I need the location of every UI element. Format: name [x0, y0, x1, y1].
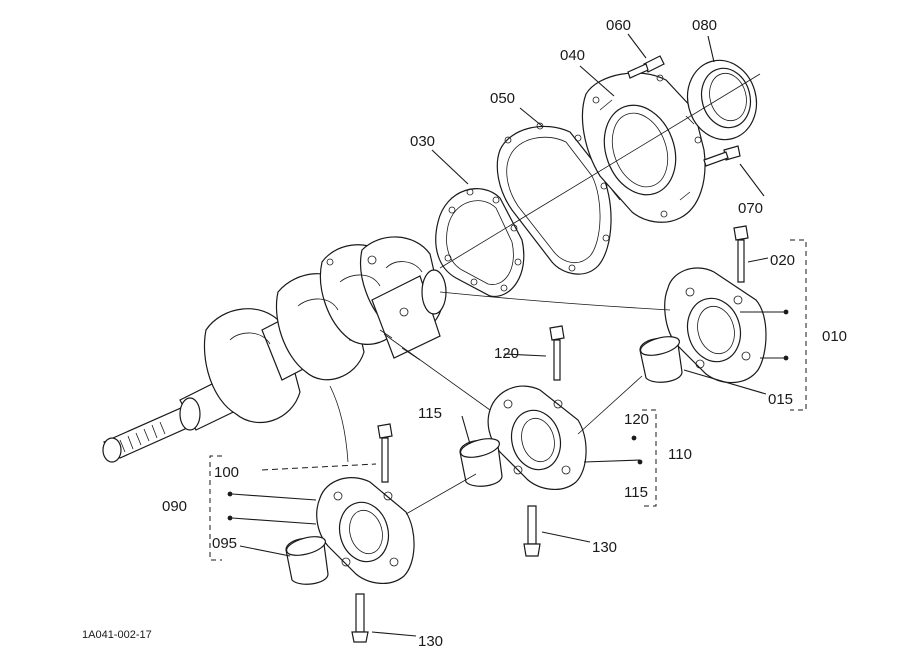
- label-070: 070: [738, 200, 763, 217]
- gasket-030: [435, 188, 525, 297]
- seal-case-040: [581, 72, 706, 223]
- label-100: 100: [214, 464, 239, 481]
- label-130-b: 130: [592, 539, 617, 556]
- reference-dots: [227, 309, 789, 521]
- bearing-case-010: [664, 267, 767, 384]
- label-110: 110: [668, 446, 692, 463]
- part-labels: 060 080 040 050 030 070 020 010 015 120 …: [82, 17, 847, 650]
- label-110-sub-120: 120: [624, 411, 649, 428]
- label-095: 095: [212, 535, 237, 552]
- bolt-120: [549, 325, 565, 381]
- bolt-070: [703, 145, 741, 167]
- bearing-case-090: [316, 477, 415, 584]
- gasket-050: [496, 122, 612, 275]
- oil-seal-080: [686, 59, 758, 141]
- label-050: 050: [490, 90, 515, 107]
- leader-lines: [231, 33, 786, 637]
- stud-bolt-130-b: [523, 505, 541, 557]
- figure-code: 1A041-002-17: [82, 629, 152, 641]
- bolt-020: [733, 225, 749, 283]
- bearing-case-110: [487, 385, 587, 490]
- brackets: [209, 239, 807, 561]
- label-015: 015: [768, 391, 793, 408]
- label-020: 020: [770, 252, 795, 269]
- bushing-095: [285, 536, 329, 585]
- stud-bolt-130-a: [351, 593, 369, 643]
- assembly-lines: [329, 73, 761, 515]
- crankshaft: [102, 236, 447, 463]
- label-115: 115: [418, 405, 442, 422]
- label-090: 090: [162, 498, 187, 515]
- label-120: 120: [494, 345, 519, 362]
- bolt-100: [377, 423, 393, 483]
- label-010: 010: [822, 328, 847, 345]
- bushing-115: [459, 438, 503, 487]
- bushing-015: [639, 336, 683, 383]
- label-130-a: 130: [418, 633, 443, 650]
- label-060: 060: [606, 17, 631, 34]
- label-110-sub-115: 115: [624, 484, 648, 501]
- label-030: 030: [410, 133, 435, 150]
- label-080: 080: [692, 17, 717, 34]
- label-040: 040: [560, 47, 585, 64]
- bolt-060: [627, 55, 665, 79]
